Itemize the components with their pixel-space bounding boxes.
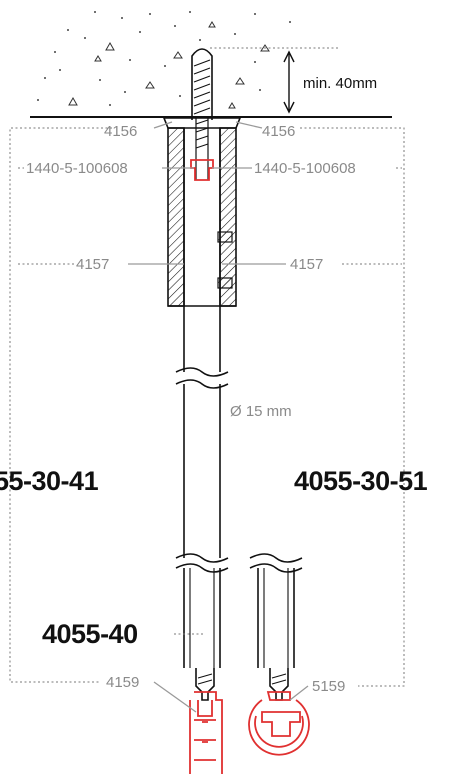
label-assembly-left: 55-30-41 [0,466,99,496]
rod-second [249,553,303,668]
assembly-brackets [9,127,405,687]
embed-depth-dimension [210,47,338,114]
end-fitting-5159 [269,668,289,701]
concrete-aggregate [68,21,270,109]
label-1440-left: 1440-5-100608 [26,160,128,177]
concrete-dots [37,11,291,106]
profile-5159 [248,691,310,756]
label-assembly-right: 4055-30-51 [294,466,428,496]
label-4157-right: 4157 [290,256,323,273]
canopy-4156 [162,117,242,129]
end-fitting-4159 [195,668,215,701]
label-4055-40: 4055-40 [42,619,138,649]
sleeve-4157 [167,127,237,307]
connector-1440 [190,159,214,181]
set-screw [217,231,233,289]
profile-4159 [189,691,223,774]
label-4156-left: 4156 [104,123,137,140]
leader-lines [128,121,309,713]
label-4156-right: 4156 [262,123,295,140]
label-diameter: Ø 15 mm [230,403,292,420]
label-5159: 5159 [312,678,345,695]
label-4159: 4159 [106,674,139,691]
rod-main [175,128,229,668]
label-4157-left: 4157 [76,256,109,273]
label-1440-right: 1440-5-100608 [254,160,356,177]
embed-depth-label: min. 40mm [303,75,377,92]
